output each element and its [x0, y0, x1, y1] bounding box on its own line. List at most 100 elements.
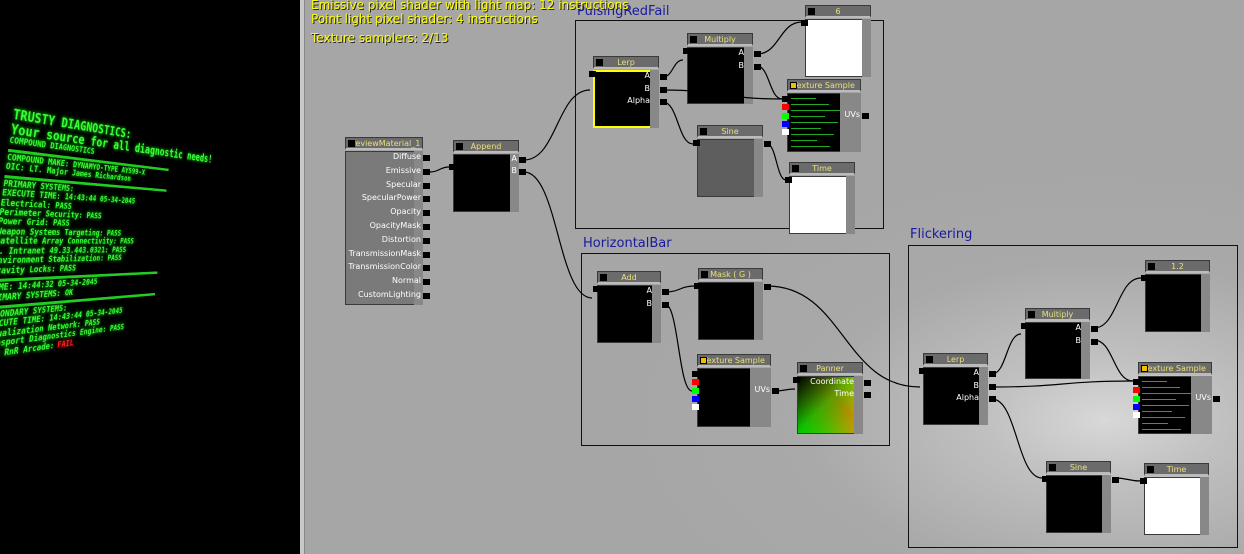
node-time-title[interactable]: Time: [789, 162, 855, 175]
material-input-pin[interactable]: [423, 210, 430, 216]
node-time[interactable]: Time: [1144, 463, 1209, 535]
output-pin[interactable]: [764, 284, 771, 290]
node-mask-g-[interactable]: Mask ( G ): [698, 268, 763, 340]
node-toggle-icon[interactable]: [701, 271, 708, 278]
node-time[interactable]: Time: [789, 162, 855, 234]
node-multiply-title[interactable]: Multiply: [687, 33, 753, 46]
output-pin-b[interactable]: [1091, 339, 1098, 345]
texture-channel-pin[interactable]: [1133, 404, 1140, 410]
group-label-1[interactable]: HorizontalBar: [583, 236, 672, 251]
output-pin-b[interactable]: [989, 384, 996, 390]
node-input-pin[interactable]: [1141, 275, 1148, 281]
output-pin-a[interactable]: [1091, 326, 1098, 332]
node-toggle-icon[interactable]: [808, 8, 815, 15]
node-texture-sample-title[interactable]: Texture Sample: [1138, 362, 1212, 375]
material-input-pin[interactable]: [423, 155, 430, 161]
node-toggle-icon[interactable]: [1028, 311, 1035, 318]
node-6[interactable]: 6: [805, 5, 871, 77]
output-pin-alpha[interactable]: [989, 396, 996, 402]
texture-channel-pin[interactable]: [782, 113, 789, 119]
node-1-2[interactable]: 1.2: [1145, 260, 1210, 332]
node-input-pin[interactable]: [683, 48, 690, 54]
node-add-title[interactable]: Add: [597, 271, 661, 284]
output-pin[interactable]: [764, 141, 771, 147]
node-toggle-icon[interactable]: [792, 165, 799, 172]
node-toggle-icon[interactable]: [690, 36, 697, 43]
texture-channel-pin[interactable]: [692, 371, 699, 377]
output-pin-a[interactable]: [989, 371, 996, 377]
output-pin-uvs[interactable]: [862, 113, 869, 119]
node-multiply-title[interactable]: Multiply: [1025, 308, 1090, 321]
node-input-pin[interactable]: [793, 377, 800, 383]
node-sine[interactable]: Sine: [697, 125, 763, 197]
material-input-pin[interactable]: [423, 196, 430, 202]
material-input-pin[interactable]: [423, 293, 430, 299]
output-pin[interactable]: [519, 169, 526, 175]
texture-channel-pin[interactable]: [692, 396, 699, 402]
node-panner-title[interactable]: Panner: [797, 362, 863, 375]
node-input-pin[interactable]: [1140, 478, 1147, 484]
node-time-title[interactable]: Time: [1144, 463, 1209, 476]
material-input-pin[interactable]: [423, 224, 430, 230]
node-input-pin[interactable]: [1021, 323, 1028, 329]
node-toggle-icon[interactable]: [1141, 365, 1148, 372]
node-append[interactable]: Append: [453, 140, 519, 212]
output-pin-b[interactable]: [754, 64, 761, 70]
material-input-pin[interactable]: [423, 238, 430, 244]
node-panner[interactable]: Panner: [797, 362, 863, 434]
node-input-pin[interactable]: [589, 71, 596, 77]
output-pin-coordinate[interactable]: [864, 380, 871, 386]
output-pin-alpha[interactable]: [660, 99, 667, 105]
texture-channel-pin[interactable]: [782, 96, 789, 102]
output-pin-a[interactable]: [660, 74, 667, 80]
texture-channel-pin[interactable]: [692, 379, 699, 385]
material-input-pin[interactable]: [423, 252, 430, 258]
texture-channel-pin[interactable]: [692, 388, 699, 394]
material-input-pin[interactable]: [423, 279, 430, 285]
output-pin-b[interactable]: [660, 87, 667, 93]
texture-channel-pin[interactable]: [692, 404, 699, 410]
node-toggle-icon[interactable]: [1148, 263, 1155, 270]
node-append-title[interactable]: Append: [453, 140, 519, 153]
node-input-pin[interactable]: [919, 368, 926, 374]
output-pin-a[interactable]: [754, 51, 761, 57]
node-texture-sample-title[interactable]: Texture Sample: [697, 354, 771, 367]
node-toggle-icon[interactable]: [348, 140, 355, 147]
node-input-pin[interactable]: [449, 164, 456, 170]
node-preview-material-title[interactable]: PreviewMaterial_1: [345, 137, 423, 150]
output-pin-time[interactable]: [864, 392, 871, 398]
texture-channel-pin[interactable]: [1133, 387, 1140, 393]
node-toggle-icon[interactable]: [456, 143, 463, 150]
material-preview-viewport[interactable]: TRUSTY DIAGNOSTICS:Your source for all d…: [0, 0, 300, 554]
texture-channel-pin[interactable]: [782, 104, 789, 110]
output-pin-a[interactable]: [662, 289, 669, 295]
node-sine-title[interactable]: Sine: [697, 125, 763, 138]
texture-channel-pin[interactable]: [782, 129, 789, 135]
node-toggle-icon[interactable]: [926, 356, 933, 363]
node-6-title[interactable]: 6: [805, 5, 871, 18]
node-input-pin[interactable]: [693, 140, 700, 146]
node-input-pin[interactable]: [593, 286, 600, 292]
material-input-pin[interactable]: [423, 169, 430, 175]
node-texture-sample-title[interactable]: Texture Sample: [787, 79, 861, 92]
node-toggle-icon[interactable]: [800, 365, 807, 372]
output-pin-uvs[interactable]: [772, 388, 779, 394]
output-pin[interactable]: [519, 157, 526, 163]
node-1-2-title[interactable]: 1.2: [1145, 260, 1210, 273]
node-sine[interactable]: Sine: [1046, 461, 1111, 533]
output-pin-uvs[interactable]: [1213, 396, 1220, 402]
node-toggle-icon[interactable]: [700, 128, 707, 135]
node-sine-title[interactable]: Sine: [1046, 461, 1111, 474]
node-toggle-icon[interactable]: [600, 274, 607, 281]
node-mask-g--title[interactable]: Mask ( G ): [698, 268, 763, 281]
node-lerp-title[interactable]: Lerp: [923, 353, 988, 366]
node-toggle-icon[interactable]: [1049, 464, 1056, 471]
node-input-pin[interactable]: [694, 283, 701, 289]
texture-channel-pin[interactable]: [1133, 412, 1140, 418]
material-input-pin[interactable]: [423, 183, 430, 189]
node-toggle-icon[interactable]: [790, 82, 797, 89]
texture-channel-pin[interactable]: [1133, 379, 1140, 385]
node-toggle-icon[interactable]: [596, 59, 603, 66]
group-label-2[interactable]: Flickering: [910, 227, 972, 242]
node-input-pin[interactable]: [785, 177, 792, 183]
